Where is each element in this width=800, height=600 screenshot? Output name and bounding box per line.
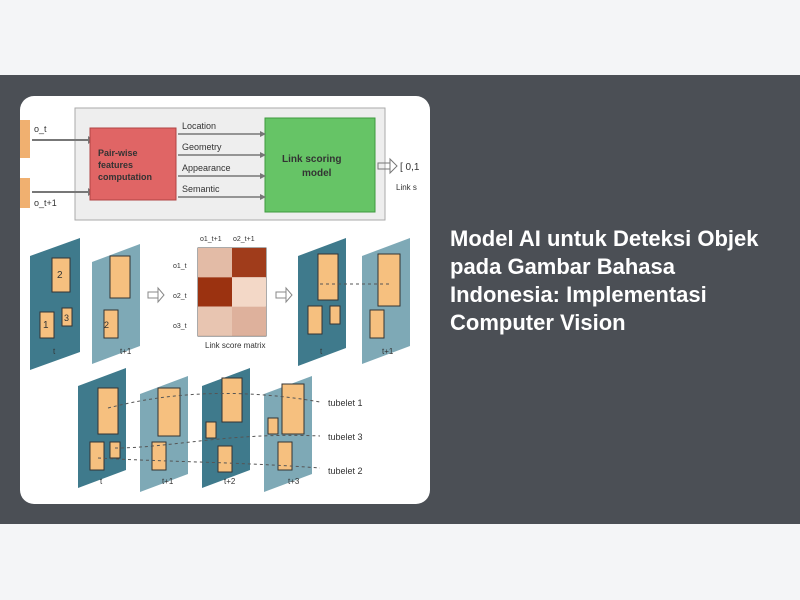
matrix-cell (198, 277, 232, 307)
input-label-top: o_t (34, 124, 47, 134)
feature-location: Location (182, 121, 216, 131)
matrix-cell (232, 306, 266, 336)
tubelet-frames: t t+1 t+2 t+3 (78, 368, 321, 492)
svg-text:t: t (100, 477, 103, 486)
output-label: Link s (396, 183, 417, 192)
matrix-cell (232, 277, 266, 307)
svg-text:o1_t: o1_t (173, 263, 187, 270)
feature-appearance: Appearance (182, 163, 231, 173)
svg-text:o1_t+1: o1_t+1 (200, 236, 222, 243)
article-title[interactable]: Model AI untuk Deteksi Objek pada Gambar… (450, 226, 759, 335)
matrix-cell (232, 248, 266, 278)
input-object-bottom (20, 178, 30, 208)
link-scoring-box (264, 117, 376, 213)
svg-text:o3_t: o3_t (173, 323, 187, 330)
matrix-cell (198, 306, 232, 336)
feature-list: Location Geometry Appearance Semantic (178, 121, 266, 200)
matrix-cell (198, 248, 232, 278)
svg-text:o2_t+1: o2_t+1 (233, 236, 255, 243)
pairwise-features-box (89, 127, 177, 201)
frame-t1: 2 t+1 (92, 244, 140, 364)
svg-text:Link score matrix: Link score matrix (205, 341, 265, 350)
svg-text:t+1: t+1 (382, 347, 394, 356)
feature-semantic: Semantic (182, 184, 220, 194)
tubelet-1-label: tubelet 1 (328, 398, 363, 408)
output-range: [ 0,1 (400, 162, 420, 173)
arrow-right-icon (147, 286, 165, 304)
svg-text:o2_t: o2_t (173, 293, 187, 300)
input-object-top (20, 120, 30, 158)
svg-text:t+1: t+1 (162, 477, 174, 486)
input-label-bottom: o_t+1 (34, 198, 57, 208)
frame-t: 2 1 3 t (30, 238, 80, 370)
tubelet-2-label: tubelet 2 (328, 466, 363, 476)
tubelet-3-label: tubelet 3 (328, 432, 363, 442)
svg-text:t+2: t+2 (224, 477, 236, 486)
svg-text:t: t (53, 347, 56, 356)
svg-text:t: t (320, 347, 323, 356)
svg-text:t+3: t+3 (288, 477, 300, 486)
arrow-right-icon (275, 286, 293, 304)
feature-geometry: Geometry (182, 142, 222, 152)
link-score-matrix: o1_t+1 o2_t+1 o1_t o2_t o3_t Link score … (173, 236, 267, 350)
svg-text:t+1: t+1 (120, 347, 132, 356)
svg-text:2: 2 (104, 320, 109, 330)
frame-t-result: t (298, 238, 346, 366)
svg-text:2: 2 (57, 270, 63, 281)
output-arrow-icon (377, 157, 398, 175)
svg-text:3: 3 (64, 313, 69, 323)
svg-text:1: 1 (43, 320, 49, 331)
frame-t1-result: t+1 (320, 238, 410, 364)
